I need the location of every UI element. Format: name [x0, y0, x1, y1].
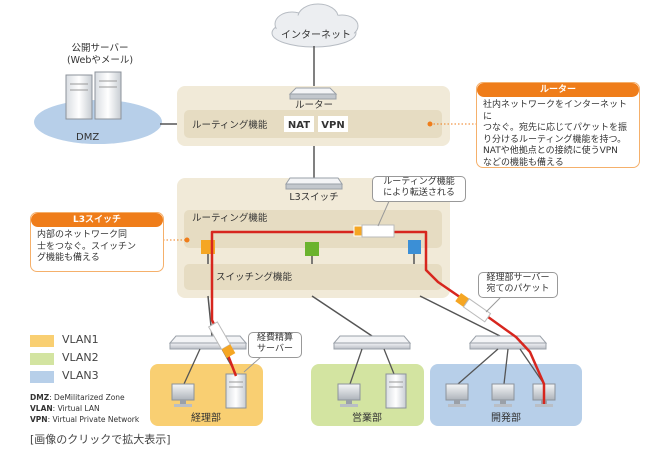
packet-icon: [361, 224, 395, 238]
pc-icon: [337, 383, 361, 407]
abbr-definition: : DeMilitarized Zone: [49, 393, 125, 402]
public-server-caption: 公開サーバー: [72, 43, 129, 54]
dept-label-sales: 営業部: [352, 411, 382, 424]
public-server-caption-2: (Webやメール): [67, 55, 133, 66]
server-tag-line: 経費精算: [256, 333, 293, 343]
nat-badge-label: NAT: [288, 120, 310, 131]
router-callout-line: NATや他拠点との接続に使うVPN: [483, 146, 618, 156]
legend-label-vlan3: VLAN3: [62, 369, 99, 382]
l3-callout: L3スイッチ 内部のネットワーク同 士をつなぐ。スイッチン グ機能も備える: [30, 212, 164, 272]
legend-label-vlan1: VLAN1: [62, 333, 99, 346]
l3-switching-label: スイッチング機能: [216, 271, 293, 283]
router-callout-body: 社内ネットワークをインターネットに つなぐ。宛先に応じてパケットを振 り分けるル…: [483, 100, 635, 169]
dept-label-dev: 開発部: [491, 411, 521, 424]
packet-icon: [455, 293, 492, 323]
vlan3-port: [408, 240, 421, 254]
server-icon: [225, 373, 247, 409]
packet-path: [210, 230, 546, 404]
l3-callout-body: 内部のネットワーク同 士をつなぐ。スイッチン グ機能も備える: [37, 230, 159, 265]
l3-callout-anchor: [184, 237, 190, 243]
l3-switching-panel: [184, 264, 442, 290]
dmz-label: DMZ: [76, 132, 99, 143]
internet-cloud-icon: [271, 3, 359, 48]
router-function-label: ルーティング機能: [192, 119, 268, 131]
pc-icon: [171, 383, 195, 407]
routing-tag-line: ルーティング機能: [383, 177, 455, 187]
legend-swatch-vlan1: [30, 335, 54, 347]
legend-label-vlan2: VLAN2: [62, 351, 99, 364]
l3-routing-panel: [184, 210, 442, 248]
packet-tag-line: 経理部サーバー: [486, 273, 550, 283]
switch-icon: [468, 335, 548, 350]
router-callout-title: ルーター: [477, 83, 639, 97]
routing-tag: ルーティング機能 により転送される: [372, 176, 466, 202]
router-callout-line: などの機能も備える: [483, 157, 564, 168]
vlan2-port: [305, 242, 319, 256]
legend-swatch-vlan2: [30, 353, 54, 365]
routing-tag-line: により転送される: [383, 188, 455, 198]
dept-label-accounting: 経理部: [191, 411, 221, 424]
router-icon: [288, 87, 338, 100]
server-tag: 経費精算 サーバー: [248, 332, 302, 358]
server-icon: [385, 373, 407, 409]
pc-icon: [445, 383, 469, 407]
pc-icon: [491, 383, 515, 407]
abbr-term: VPN: [30, 415, 48, 424]
l3-callout-line: 内部のネットワーク同: [37, 230, 128, 240]
abbr-definition: : Virtual LAN: [52, 404, 100, 413]
l3-callout-line: 士をつなぐ。スイッチン: [37, 241, 137, 252]
l3-label: L3スイッチ: [289, 192, 338, 203]
switch-icon: [332, 335, 412, 350]
vpn-badge: [318, 116, 348, 132]
abbr-definition: : Virtual Private Network: [47, 415, 140, 424]
switch-icon: [168, 335, 248, 350]
vpn-badge-label: VPN: [321, 120, 344, 131]
abbr-term: DMZ: [30, 393, 50, 402]
l3-callout-line: グ機能も備える: [37, 253, 100, 263]
l3-callout-title: L3スイッチ: [31, 213, 163, 227]
abbr-term: VLAN: [30, 404, 53, 413]
packet-tag-line: 宛てのパケット: [486, 284, 550, 294]
l3-routing-label: ルーティング機能: [192, 212, 268, 224]
server-tag-line: サーバー: [257, 344, 293, 354]
internet-label: インターネット: [281, 29, 351, 41]
nat-badge: [284, 116, 314, 132]
router-callout: ルーター 社内ネットワークをインターネットに つなぐ。宛先に応じてパケットを振 …: [476, 82, 640, 168]
l3-switch-icon: [285, 177, 343, 190]
legend-swatch-vlan3: [30, 371, 54, 383]
enlarge-image-link[interactable]: [画像のクリックで拡大表示]: [30, 433, 171, 446]
router-callout-line: 社内ネットワークをインターネットに: [483, 100, 628, 122]
public-server-icon: [65, 71, 122, 120]
packet-icon: [207, 321, 236, 359]
packet-tag: 経理部サーバー 宛てのパケット: [478, 272, 558, 298]
router-callout-line: つなぐ。宛先に応じてパケットを振: [483, 123, 628, 133]
router-callout-line: り分けるルーティング機能を持つ。: [483, 134, 627, 145]
router-label: ルーター: [295, 100, 333, 111]
